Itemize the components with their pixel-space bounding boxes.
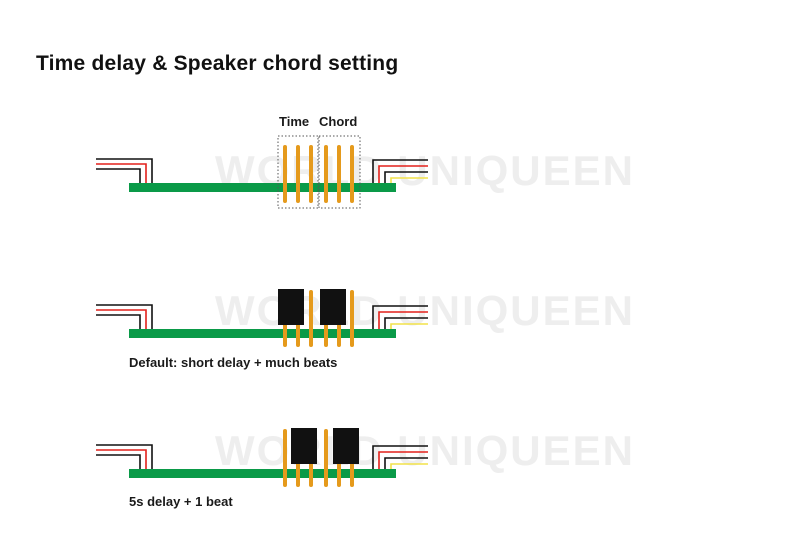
page-title: Time delay & Speaker chord setting — [36, 52, 399, 75]
left-wire-bundle — [96, 444, 153, 472]
header-pin — [283, 429, 287, 487]
header-pin — [337, 145, 341, 203]
header-pin — [296, 462, 300, 487]
right-wire-bundle — [372, 305, 428, 332]
jumper-cap-time — [278, 289, 304, 325]
board-diagram-5s-delay — [96, 428, 428, 487]
circuit-board — [129, 329, 396, 338]
header-pin — [324, 322, 328, 347]
header-pin — [309, 290, 313, 347]
header-pin — [350, 462, 354, 487]
circuit-board — [129, 183, 396, 192]
right-wire-bundle — [372, 159, 428, 186]
left-wire-bundle — [96, 304, 153, 332]
header-pin — [350, 145, 354, 203]
header-pin — [324, 429, 328, 487]
header-pin — [337, 322, 341, 347]
board-diagram-default — [96, 289, 428, 347]
time-header-label: Time — [279, 114, 309, 129]
board-diagram-pin-layout — [96, 135, 428, 209]
chord-pin-group-box — [318, 135, 361, 209]
jumper-cap-chord — [333, 428, 359, 464]
jumper-cap-chord — [320, 289, 346, 325]
header-pin — [283, 322, 287, 347]
chord-header-label: Chord — [319, 114, 357, 129]
header-pin — [309, 462, 313, 487]
header-pin — [296, 322, 300, 347]
header-pin — [350, 290, 354, 347]
left-wire-bundle — [96, 158, 153, 186]
right-wire-bundle — [372, 445, 428, 472]
header-pin — [324, 145, 328, 203]
header-pin — [309, 145, 313, 203]
jumper-cap-time — [291, 428, 317, 464]
header-pin — [283, 145, 287, 203]
default-setting-caption: Default: short delay + much beats — [129, 355, 338, 370]
header-pin — [296, 145, 300, 203]
header-pin — [337, 462, 341, 487]
five-second-delay-caption: 5s delay + 1 beat — [129, 494, 233, 509]
circuit-board — [129, 469, 396, 478]
